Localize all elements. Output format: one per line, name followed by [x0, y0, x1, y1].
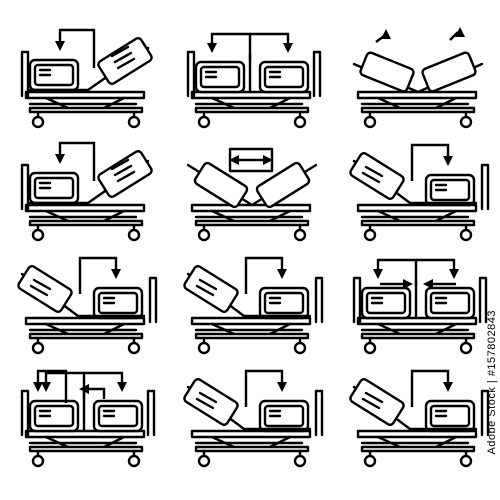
bed-icon — [186, 32, 322, 129]
bed-icon — [20, 141, 153, 242]
bed-icon — [183, 369, 324, 468]
bed-icon — [349, 369, 490, 468]
bed-icon — [352, 27, 484, 129]
bed-icon — [186, 147, 318, 242]
bed-icon — [20, 28, 153, 129]
bed-icon — [20, 369, 156, 468]
bed-icon — [17, 256, 158, 355]
bed-icon — [349, 143, 490, 242]
bed-icon — [183, 256, 324, 355]
stock-id-watermark: Adobe Stock | #157802843 — [486, 310, 498, 455]
bed-icon — [352, 258, 488, 355]
